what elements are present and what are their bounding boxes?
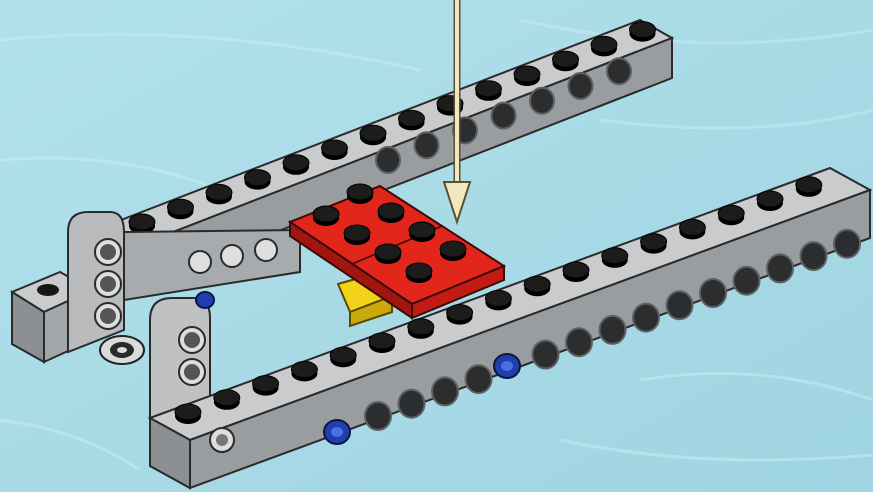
stud	[283, 155, 309, 171]
red-plate-stud	[409, 222, 435, 238]
small-gear	[100, 336, 144, 364]
red-plate-stud	[375, 244, 401, 260]
stud	[641, 234, 667, 250]
beam-hole	[415, 132, 439, 158]
stud	[476, 81, 502, 97]
stud	[602, 248, 628, 264]
stud	[408, 319, 434, 335]
stud	[253, 376, 279, 392]
stud	[796, 177, 822, 193]
beam-hole	[834, 230, 860, 258]
beam-hole	[734, 267, 760, 295]
stud	[679, 219, 705, 235]
red-plate-stud	[378, 203, 404, 219]
beam-hole	[466, 365, 492, 393]
red-plate-stud	[347, 184, 373, 200]
stud	[399, 110, 425, 126]
stud	[206, 184, 232, 200]
red-plate-stud	[406, 263, 432, 279]
stud	[591, 36, 617, 52]
stud	[168, 199, 194, 215]
beam-hole	[376, 147, 400, 173]
stud	[447, 305, 473, 321]
beam-hole	[700, 279, 726, 307]
beam-hole	[533, 341, 559, 369]
stud	[485, 290, 511, 306]
beam-hole	[767, 254, 793, 282]
stud	[757, 191, 783, 207]
stud	[291, 361, 317, 377]
stud	[630, 22, 656, 38]
stud	[514, 66, 540, 82]
stud	[175, 404, 201, 420]
stud	[360, 125, 386, 141]
beam-hole	[600, 316, 626, 344]
stud	[322, 140, 348, 156]
stud	[330, 347, 356, 363]
stud	[369, 333, 395, 349]
stud	[245, 170, 271, 186]
beam-hole	[566, 328, 592, 356]
beam-hole	[432, 377, 458, 405]
red-plate-stud	[440, 241, 466, 257]
beam-hole	[633, 304, 659, 332]
stud	[524, 276, 550, 292]
stud	[129, 214, 155, 230]
beam-hole	[801, 242, 827, 270]
stud	[553, 51, 579, 67]
beam-hole	[530, 88, 554, 114]
beam-hole	[667, 291, 693, 319]
stud	[718, 205, 744, 221]
beam-hole	[492, 103, 516, 129]
beam-hole	[399, 390, 425, 418]
beam-hole	[365, 402, 391, 430]
stud	[563, 262, 589, 278]
beam-hole	[607, 58, 631, 84]
beam-hole	[569, 73, 593, 99]
stud	[214, 390, 240, 406]
red-plate-stud	[344, 225, 370, 241]
red-plate-stud	[313, 206, 339, 222]
